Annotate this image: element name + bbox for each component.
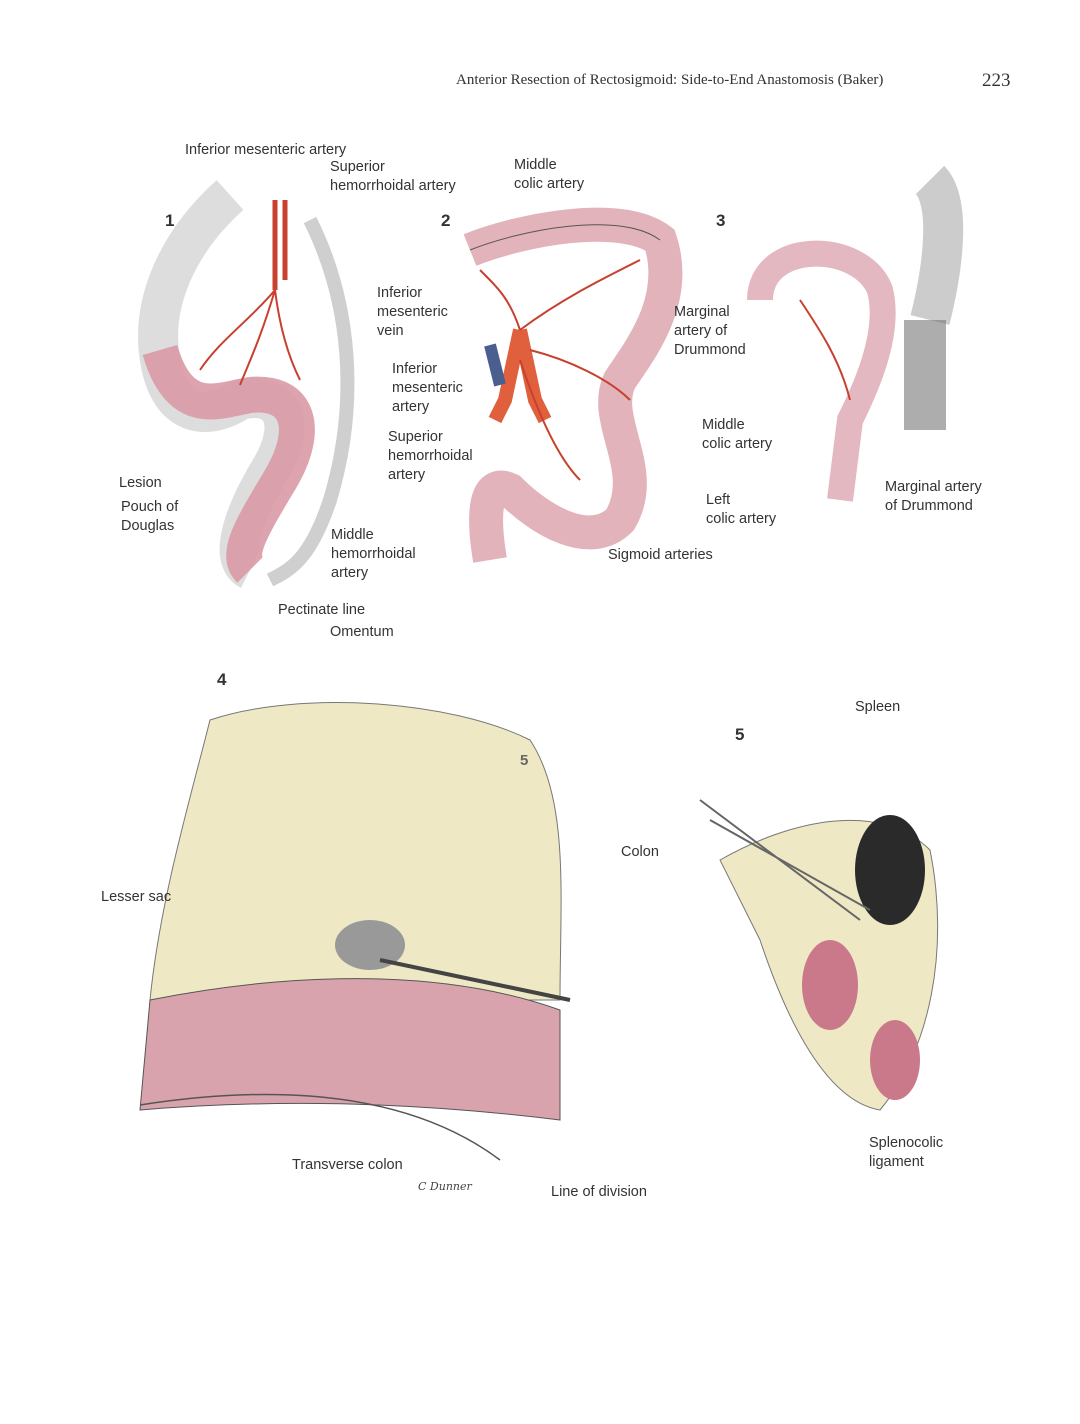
label-marginal-artery-of-drummond: Marginal artery of Drummond [674,304,746,358]
label-marginal-artery-of-drummond-3: Marginal artery of Drummond [885,479,982,514]
figure-1-illustration [138,180,355,588]
label-pouch-of-douglas: Pouch of Douglas [121,499,179,534]
figure-5-illustration [699,799,939,1111]
figure-3-illustration [747,165,964,502]
label-middle-hemorrhoidal-artery: Middle hemorrhoidal artery [331,527,416,581]
label-superior-hemorrhoidal-artery-2: Superior hemorrhoidal artery [388,429,473,483]
label-pectinate-line: Pectinate line [278,602,366,618]
figure-number-5: 5 [735,725,745,744]
label-transverse-colon: Transverse colon [292,1157,403,1173]
figure-number-3: 3 [716,211,726,230]
label-colon: Colon [621,844,659,860]
label-lesion: Lesion [119,475,162,491]
label-inferior-mesenteric-artery-2: Inferior mesenteric artery [392,361,463,415]
figure-4-illustration [139,702,571,1161]
label-middle-colic-artery: Middle colic artery [514,157,585,192]
label-middle-colic-artery-3: Middle colic artery [702,417,773,452]
figure-number-4: 4 [217,670,227,689]
label-inferior-mesenteric-artery: Inferior mesenteric artery [185,142,347,158]
running-header: Anterior Resection of Rectosigmoid: Side… [456,72,884,88]
artist-signature: C Dunner [418,1180,472,1193]
label-splenocolic-ligament: Splenocolic ligament [869,1135,944,1170]
page-number: 223 [982,70,1011,91]
figure-4-reference-5: 5 [520,752,529,769]
label-omentum: Omentum [330,624,394,640]
figure-number-1: 1 [165,211,175,230]
label-sigmoid-arteries: Sigmoid arteries [608,547,713,563]
label-left-colic-artery: Left colic artery [706,492,777,527]
label-inferior-mesenteric-vein: Inferior mesenteric vein [377,285,448,339]
label-line-of-division: Line of division [551,1184,647,1200]
label-lesser-sac: Lesser sac [101,889,172,905]
label-superior-hemorrhoidal-artery: Superior hemorrhoidal artery [330,159,456,194]
figure-2-illustration [463,207,683,563]
label-spleen: Spleen [855,699,901,715]
figure-number-2: 2 [441,211,451,230]
